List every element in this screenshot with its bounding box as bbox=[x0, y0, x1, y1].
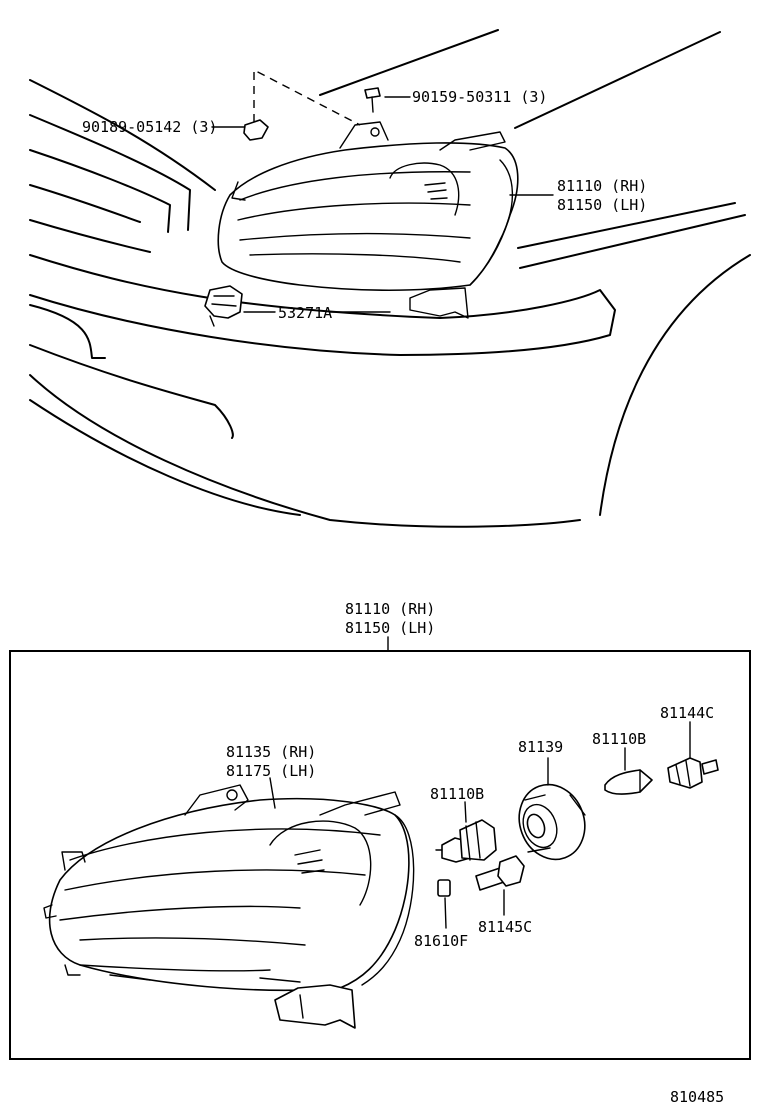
upper-leader-lines bbox=[211, 96, 554, 313]
callout-headlamp-rh: 81110 (RH) bbox=[557, 177, 647, 195]
callout-assembly-lh: 81150 (LH) bbox=[345, 619, 435, 637]
callout-cover: 81139 bbox=[518, 738, 563, 756]
vehicle-front-view bbox=[29, 29, 751, 528]
callout-socket-small: 81144C bbox=[660, 704, 714, 722]
bulb-small bbox=[604, 769, 653, 795]
callout-clip-upper: 90189-05142 (3) bbox=[82, 118, 217, 136]
callout-bulb-main: 81110B bbox=[430, 785, 484, 803]
callout-headlamp-lh: 81150 (LH) bbox=[557, 196, 647, 214]
assembly-frame bbox=[9, 650, 751, 1060]
callout-housing-rh: 81135 (RH) bbox=[226, 743, 316, 761]
callout-bulb-small: 81110B bbox=[592, 730, 646, 748]
lower-leader-lines bbox=[269, 721, 691, 929]
bulb-main bbox=[435, 819, 497, 863]
cover bbox=[518, 783, 586, 861]
socket-small bbox=[667, 757, 719, 789]
callout-assembly-rh: 81110 (RH) bbox=[345, 600, 435, 618]
callout-cap: 81610F bbox=[414, 932, 468, 950]
callout-socket-main: 81145C bbox=[478, 918, 532, 936]
callout-housing-lh: 81175 (LH) bbox=[226, 762, 316, 780]
callout-socket: 53271A bbox=[278, 304, 332, 322]
headlamp-housing bbox=[43, 784, 415, 1029]
figure-number: 810485 bbox=[670, 1088, 724, 1106]
socket-main bbox=[475, 855, 525, 891]
callout-screw-upper: 90159-50311 (3) bbox=[412, 88, 547, 106]
cap bbox=[437, 879, 451, 897]
